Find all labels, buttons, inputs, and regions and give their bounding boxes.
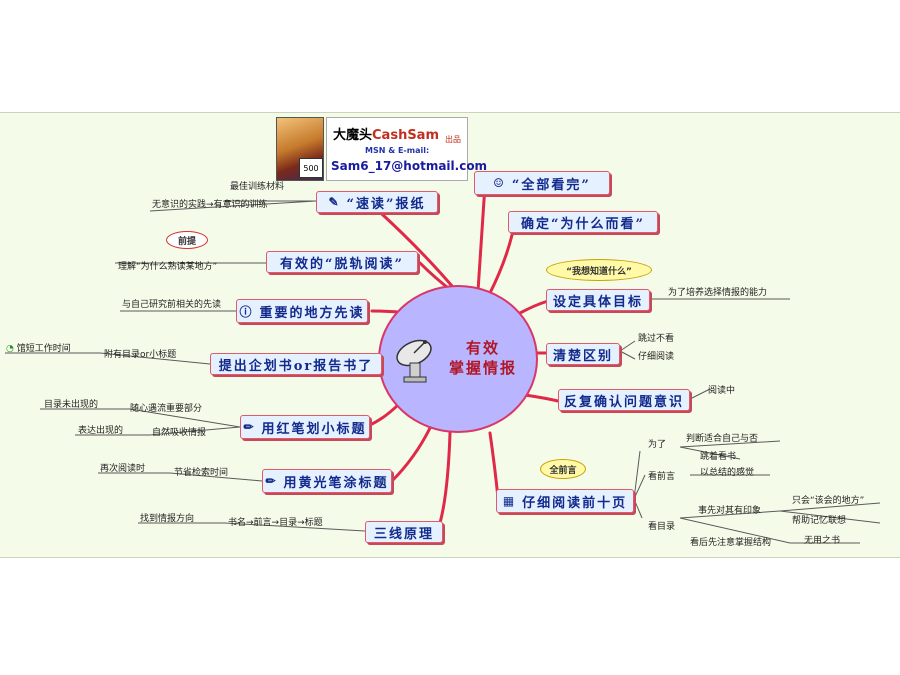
detail-label: 再次阅读时 [100, 464, 146, 474]
detail-label: 自然吸收情报 [152, 428, 207, 438]
detail-label: 只会“该会的地方” [792, 496, 865, 506]
detail-label: 理解“为什么熟读某地方” [118, 262, 218, 272]
detail-label: 跳过不看 [638, 334, 675, 344]
branch-distinguish[interactable]: 清楚区别 [546, 343, 620, 365]
detail-label: 无意识的实践→有意识的训练 [152, 200, 268, 210]
branch-highlighter[interactable]: ✏ 用黄光笔涂标题 [262, 469, 392, 493]
avatar-badge: 500 [299, 158, 323, 178]
detail-label: 事先对其有印象 [698, 506, 762, 516]
info-icon: ⓘ [239, 304, 254, 319]
detail-label: 附有目录or小标题 [104, 350, 177, 360]
branch-line [518, 299, 550, 315]
detail-label: 判断适合自己与否 [686, 434, 759, 444]
detail-label: 跳着看书 [700, 452, 737, 462]
detail-label: 无用之书 [804, 536, 841, 546]
author-banner: 500 大魔头CashSam 出品 MSN & E-mail: Sam6_17@… [276, 117, 487, 181]
detail-label: 为了 [648, 440, 667, 450]
detail-label: 书名→前言→目录→标题 [228, 518, 323, 528]
detail-label: 看后先注意掌握结构 [690, 538, 772, 548]
detail-label: ◔ 馆短工作时间 [6, 344, 71, 354]
branch-proposal-report[interactable]: 提出企划书or报告书了 [210, 353, 382, 375]
smiley-icon: ☺ [493, 176, 506, 190]
detail-label: 阅读中 [708, 386, 736, 396]
branch-line [476, 183, 487, 293]
publisher-label: 出品 [445, 135, 461, 144]
branch-line [488, 233, 514, 295]
central-title: 有效 掌握情报 [448, 339, 517, 377]
central-topic[interactable] [378, 285, 538, 433]
detail-label: 帮助记忆联想 [792, 516, 847, 526]
goal-tag: “我想知道什么” [546, 259, 652, 281]
branch-line [438, 431, 452, 525]
satellite-dish-icon [396, 339, 432, 383]
branch-set-goal[interactable]: 设定具体目标 [546, 289, 650, 311]
msn-label: MSN & E-mail: [365, 146, 430, 155]
drafting-icon: ✎ [328, 195, 341, 209]
detail-label: 随心遇流重要部分 [130, 404, 203, 414]
ten-pages-tag: 全前言 [540, 459, 586, 479]
branch-line [523, 393, 560, 403]
banner-box: 大魔头CashSam 出品 MSN & E-mail: Sam6_17@hotm… [326, 117, 487, 181]
branch-first-ten-pages[interactable]: ▦ 仔细阅读前十页 [496, 489, 634, 513]
detail-label: 最佳训练材料 [230, 182, 285, 192]
branch-effective-derail[interactable]: 有效的“脱轨阅读” [266, 251, 418, 273]
avatar: 500 [276, 117, 324, 181]
detail-label: 看前言 [648, 472, 676, 482]
mind-map-slide: 500 大魔头CashSam 出品 MSN & E-mail: Sam6_17@… [0, 112, 900, 558]
branch-confirm-issue[interactable]: 反复确认问题意识 [558, 389, 690, 411]
detail-label: 找到情报方向 [140, 514, 195, 524]
author-name: 大魔头CashSam [333, 128, 440, 143]
pencil-icon: ✏ [243, 420, 256, 434]
detail-label: 表达出现的 [78, 426, 124, 436]
detail-label: 目录未出现的 [44, 400, 99, 410]
detail-label: 为了培养选择情报的能力 [668, 288, 768, 298]
email-address: Sam6_17@hotmail.com [331, 159, 488, 173]
branch-line [488, 431, 500, 500]
branch-why-read[interactable]: 确定“为什么而看” [508, 211, 658, 233]
branch-speed-reading[interactable]: ✎ “速读”报纸 [316, 191, 438, 213]
branch-read-all[interactable]: ☺ “全部看完” [474, 171, 610, 195]
branch-red-pen[interactable]: ✏ 用红笔划小标题 [240, 415, 370, 439]
pencil-icon: ✏ [265, 474, 278, 488]
connector-lines [5, 183, 881, 544]
branch-three-lines[interactable]: 三线原理 [365, 521, 443, 543]
detail-label: 仔细阅读 [638, 352, 675, 362]
premise-tag: 前提 [166, 231, 208, 249]
branch-important-first[interactable]: ⓘ 重要的地方先读 [236, 299, 368, 323]
clock-icon: ◔ [6, 344, 17, 354]
detail-label: 节省检索时间 [174, 468, 229, 478]
table-icon: ▦ [502, 494, 517, 508]
branch-line [390, 426, 432, 483]
detail-label: 以总结的感觉 [700, 468, 755, 478]
detail-label: 看目录 [648, 522, 676, 532]
detail-label: 与自己研究前相关的先读 [122, 300, 222, 310]
branch-line [370, 203, 460, 295]
